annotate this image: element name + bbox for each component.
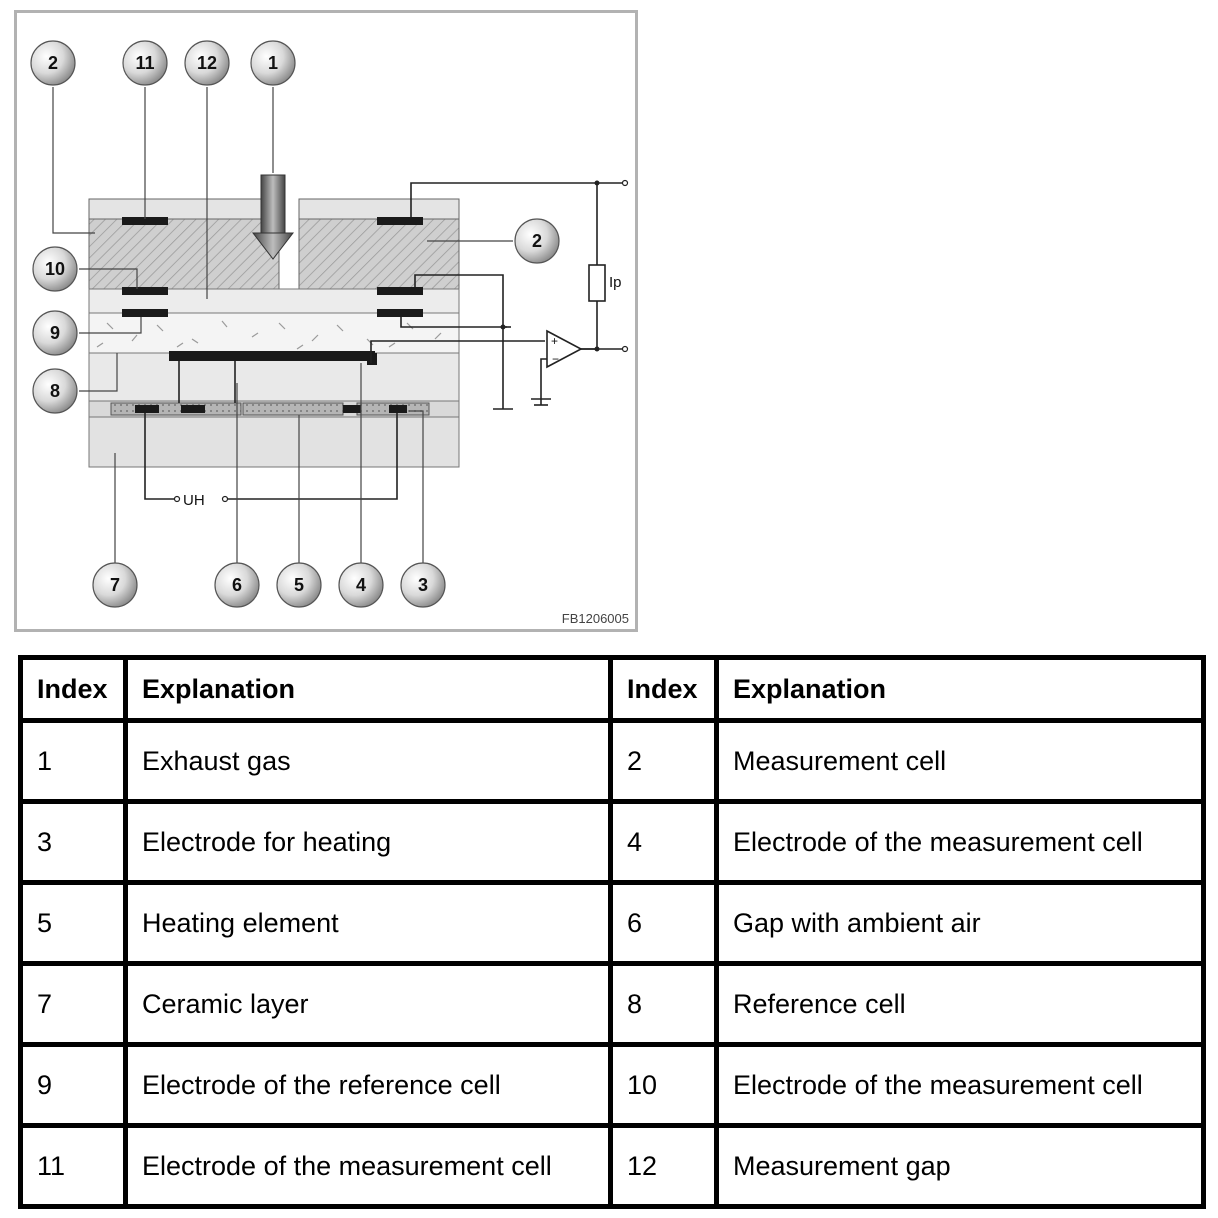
svg-text:2: 2 (532, 231, 542, 251)
index-cell: 1 (18, 718, 128, 804)
leader-lines (52, 87, 513, 583)
explanation-cell: Electrode for heating (123, 799, 613, 885)
wiring (144, 182, 625, 500)
callout-4: 4 (338, 562, 384, 608)
header-index-right: Index (608, 655, 719, 723)
electrode-9-right (377, 309, 423, 317)
electrode-9 (122, 309, 168, 317)
callout-12: 12 (184, 40, 230, 86)
table-row: 7 Ceramic layer 8 Reference cell (18, 961, 1206, 1047)
heating-element-left (110, 402, 242, 416)
explanation-cell: Heating element (123, 880, 613, 966)
svg-text:5: 5 (294, 575, 304, 595)
svg-text:9: 9 (50, 323, 60, 343)
index-cell: 4 (608, 799, 719, 885)
figure-code: FB1206005 (562, 611, 629, 626)
electrode-11 (122, 217, 168, 225)
callout-2-right: 2 (514, 218, 560, 264)
electrode-3-left-a (135, 405, 159, 413)
index-cell: 7 (18, 961, 128, 1047)
header-explanation-right: Explanation (714, 655, 1206, 723)
electrode-3-right-b (389, 405, 407, 413)
heater-voltage-label: UH (183, 492, 205, 509)
electrode-2-top-right (377, 217, 423, 225)
explanation-cell: Measurement cell (714, 718, 1206, 804)
index-cell: 8 (608, 961, 719, 1047)
heating-element (242, 402, 344, 416)
index-cell: 9 (18, 1042, 128, 1128)
electrode-3-left-b (181, 405, 205, 413)
table-row: 1 Exhaust gas 2 Measurement cell (18, 718, 1206, 804)
table-row: 11 Electrode of the measurement cell 12 … (18, 1123, 1206, 1209)
explanation-cell: Electrode of the measurement cell (714, 1042, 1206, 1128)
svg-text:11: 11 (135, 53, 154, 73)
table-row: 3 Electrode for heating 4 Electrode of t… (18, 799, 1206, 885)
table-row: 9 Electrode of the reference cell 10 Ele… (18, 1042, 1206, 1128)
svg-text:3: 3 (418, 575, 428, 595)
callout-11: 11 (122, 40, 168, 86)
explanation-cell: Exhaust gas (123, 718, 613, 804)
electrode-10 (122, 287, 168, 295)
callout-8: 8 (32, 368, 78, 414)
index-cell: 11 (18, 1123, 128, 1209)
index-cell: 5 (18, 880, 128, 966)
svg-text:2: 2 (48, 53, 58, 73)
electrode-3-right-a (343, 405, 361, 413)
table-row: 5 Heating element 6 Gap with ambient air (18, 880, 1206, 966)
lambda-sensor-diagram: Ip + − UH 2 11 12 (30, 40, 629, 626)
svg-text:12: 12 (197, 53, 217, 73)
header-explanation-left: Explanation (123, 655, 613, 723)
callout-3: 3 (400, 562, 446, 608)
electrode-4 (169, 351, 375, 361)
svg-text:+: + (551, 334, 558, 348)
index-cell: 10 (608, 1042, 719, 1128)
electrode-10-right (377, 287, 423, 295)
op-amp: + − (546, 329, 583, 369)
callout-5: 5 (276, 562, 322, 608)
reference-cell-layer (88, 312, 460, 354)
legend-header-row: Index Explanation Index Explanation (18, 655, 1206, 723)
explanation-cell: Reference cell (714, 961, 1206, 1047)
callout-1: 1 (250, 40, 296, 86)
terminal-bottom (621, 345, 629, 353)
reference-cell-texture (96, 320, 442, 350)
svg-text:4: 4 (356, 575, 366, 595)
svg-text:−: − (552, 352, 559, 366)
svg-text:1: 1 (268, 53, 278, 73)
svg-text:10: 10 (45, 259, 65, 279)
callout-2-left: 2 (30, 40, 76, 86)
explanation-cell: Ceramic layer (123, 961, 613, 1047)
explanation-cell: Measurement gap (714, 1123, 1206, 1209)
index-cell: 12 (608, 1123, 719, 1209)
svg-text:7: 7 (110, 575, 120, 595)
svg-text:8: 8 (50, 381, 60, 401)
exhaust-gas-arrow (251, 174, 295, 260)
explanation-cell: Electrode of the reference cell (123, 1042, 613, 1128)
callout-6: 6 (214, 562, 260, 608)
callout-9: 9 (32, 310, 78, 356)
callout-10: 10 (32, 246, 78, 292)
electrodes (122, 217, 423, 413)
header-index-left: Index (18, 655, 128, 723)
index-cell: 3 (18, 799, 128, 885)
index-cell: 2 (608, 718, 719, 804)
legend-table: Index Explanation Index Explanation 1 Ex… (18, 655, 1206, 1209)
electrode-4-tab (367, 353, 377, 365)
terminal-top (621, 179, 629, 187)
pump-current-label: Ip (609, 274, 622, 291)
callout-7: 7 (92, 562, 138, 608)
explanation-cell: Gap with ambient air (714, 880, 1206, 966)
svg-text:6: 6 (232, 575, 242, 595)
measurement-cell-layer (88, 198, 460, 290)
index-cell: 6 (608, 880, 719, 966)
explanation-cell: Electrode of the measurement cell (714, 799, 1206, 885)
explanation-cell: Electrode of the measurement cell (123, 1123, 613, 1209)
sensor-diagram-frame: Ip + − UH 2 11 12 (14, 10, 638, 632)
pump-current-resistor (588, 264, 606, 302)
